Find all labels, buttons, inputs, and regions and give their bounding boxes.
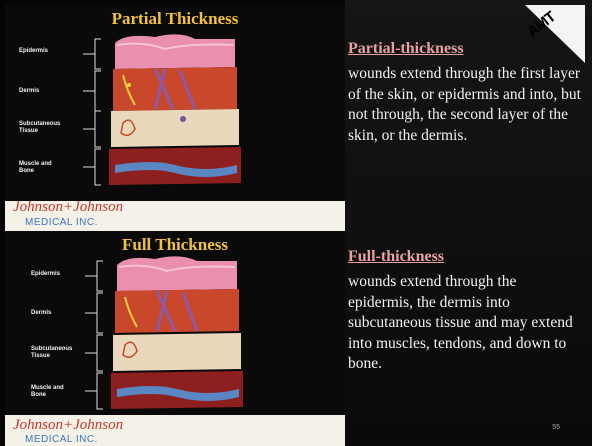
label-epidermis: Epidermis [31,271,75,278]
label-muscle-bone: Muscle and Bone [31,385,75,399]
brand-subtitle: MEDICAL INC. [25,434,98,445]
partial-thickness-illustration: Partial Thickness Epidermis Dermis Subcu… [5,5,345,231]
brand-logo: Johnson+Johnson [13,199,123,216]
label-subcutaneous: Subcutaneous Tissue [31,346,75,360]
brand-logo: Johnson+Johnson [13,417,123,434]
full-thickness-illustration: Full Thickness Epidermis Dermis Subcutan… [5,231,345,446]
label-epidermis: Epidermis [19,48,63,55]
full-thickness-description: wounds extend through the epidermis, the… [348,272,584,375]
page-number: 55 [552,424,560,431]
panel-title: Partial Thickness [5,9,345,29]
label-dermis: Dermis [19,88,63,95]
partial-thickness-heading: Partial-thickness [348,40,464,58]
full-thickness-heading: Full-thickness [348,248,444,266]
label-subcutaneous: Subcutaneous Tissue [19,121,63,135]
partial-thickness-description: wounds extend through the first layer of… [348,64,584,146]
brand-subtitle: MEDICAL INC. [25,217,98,228]
label-dermis: Dermis [31,310,75,317]
panel-title: Full Thickness [5,235,345,255]
label-muscle-bone: Muscle and Bone [19,161,63,175]
